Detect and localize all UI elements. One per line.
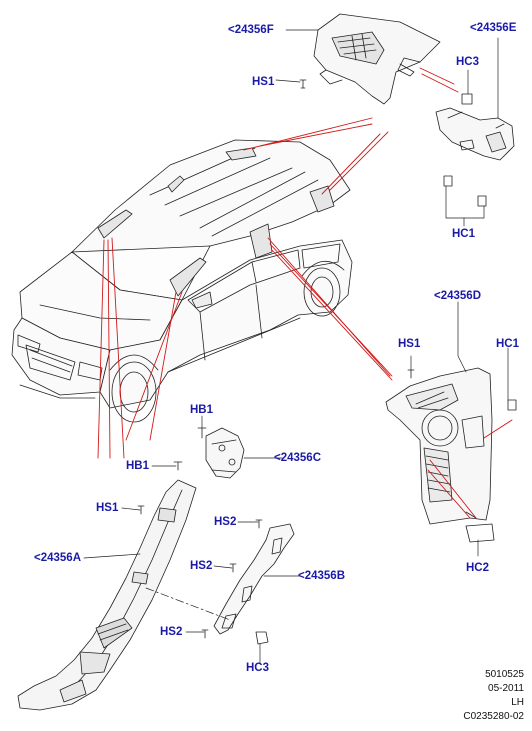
label-hs1-left: HS1 bbox=[96, 502, 119, 514]
part-24356F bbox=[313, 13, 441, 105]
label-hs2-lower: HS2 bbox=[160, 626, 183, 638]
label-hc3-top: HC3 bbox=[456, 56, 480, 68]
reference-side: LH bbox=[511, 697, 524, 708]
label-hs1-right: HS1 bbox=[398, 338, 421, 350]
reference-code: C0235280-02 bbox=[463, 711, 524, 722]
vehicle-trim-highlights bbox=[97, 147, 335, 297]
label-24356F: <24356F bbox=[228, 24, 274, 36]
label-24356D: <24356D bbox=[434, 290, 481, 302]
label-hc1-right: HC1 bbox=[496, 338, 520, 350]
part-24356E bbox=[435, 107, 515, 161]
leader-lines bbox=[83, 29, 509, 665]
fasteners bbox=[137, 79, 517, 645]
reference-number: 5010525 bbox=[485, 669, 524, 680]
part-24356A bbox=[17, 479, 197, 711]
label-24356C: <24356C bbox=[274, 452, 321, 464]
part-24356B bbox=[213, 523, 295, 635]
label-24356E: <24356E bbox=[470, 22, 517, 34]
red-leaders bbox=[97, 67, 513, 519]
label-hc3-bottom: HC3 bbox=[246, 662, 270, 674]
label-hc1-top: HC1 bbox=[452, 228, 476, 240]
part-24356C bbox=[205, 427, 245, 479]
label-24356A: <24356A bbox=[34, 552, 81, 564]
label-hs2-upper: HS2 bbox=[214, 516, 237, 528]
label-hb1-lower: HB1 bbox=[126, 460, 150, 472]
reference-date: 05-2011 bbox=[488, 683, 524, 694]
label-hc2: HC2 bbox=[466, 562, 490, 574]
reference-block: 5010525 05-2011 LH C0235280-02 bbox=[463, 668, 524, 724]
label-hs2-middle: HS2 bbox=[190, 560, 213, 572]
part-24356D bbox=[385, 367, 493, 525]
label-hb1-upper: HB1 bbox=[190, 404, 214, 416]
label-24356B: <24356B bbox=[298, 570, 345, 582]
label-hs1-top: HS1 bbox=[252, 76, 275, 88]
